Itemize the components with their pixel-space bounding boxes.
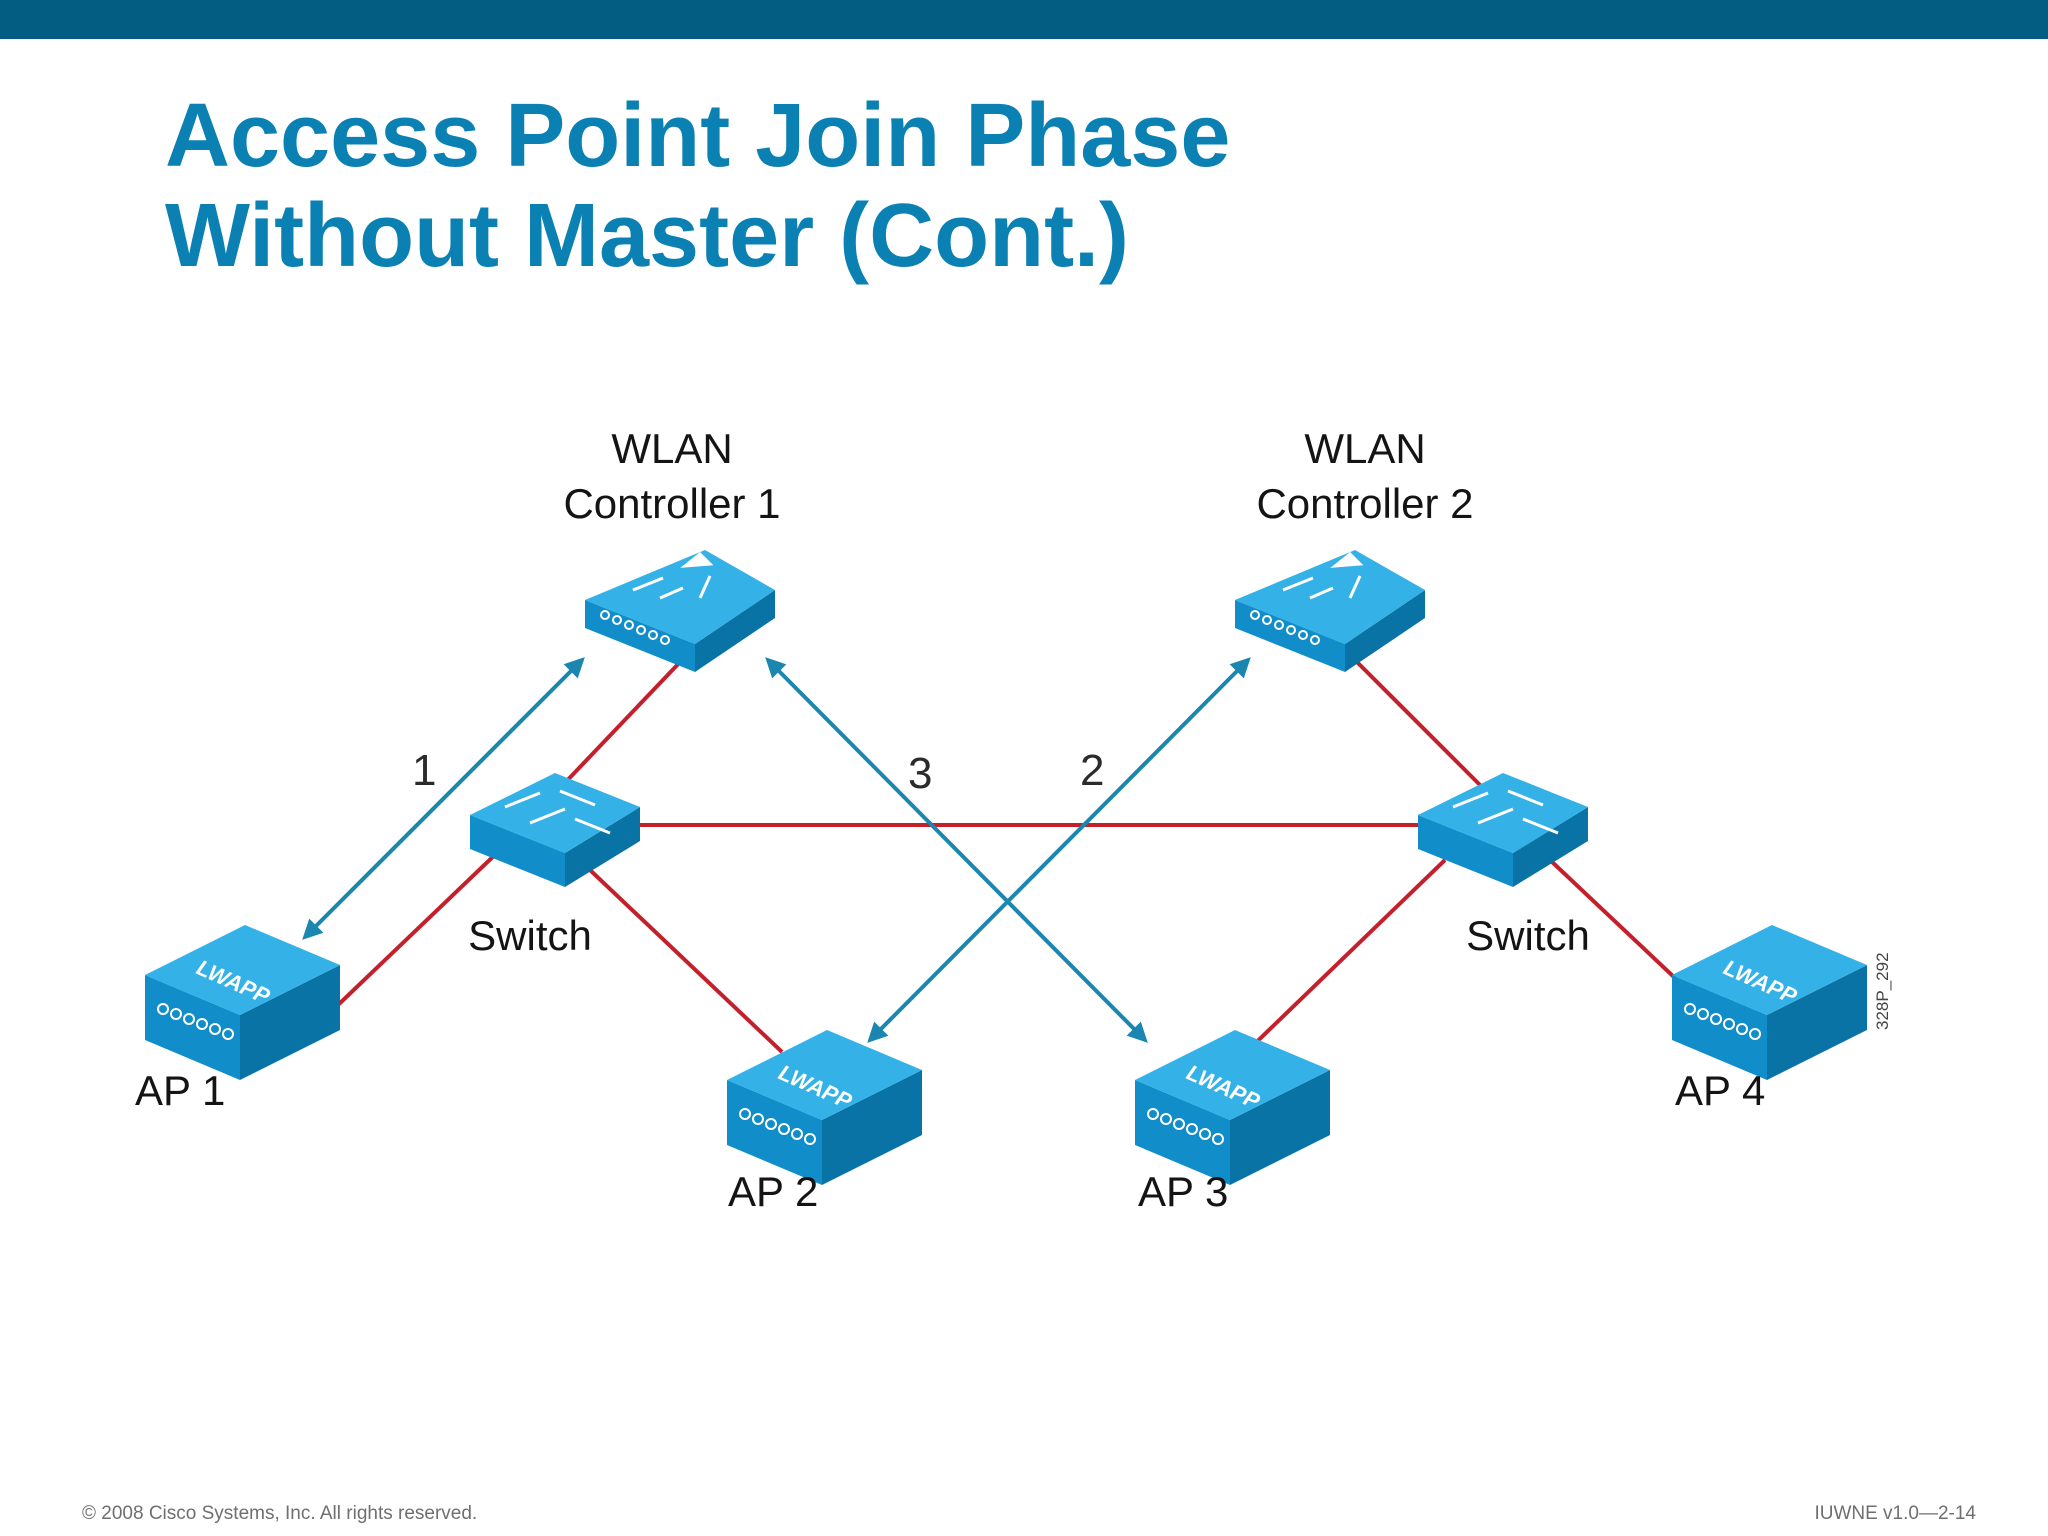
join-step-1-number: 1 — [412, 746, 436, 795]
controller2-label-line1: WLAN — [1304, 425, 1425, 472]
access-point-icon: LWAPP — [727, 1030, 922, 1185]
access-point-3: LWAPP — [1135, 1030, 1330, 1185]
controller1-label-line2: Controller 1 — [563, 480, 780, 527]
link-switch2-ap4 — [1548, 858, 1677, 980]
title-line-1: Access Point Join Phase — [165, 86, 1231, 186]
ap1-label: AP 1 — [135, 1067, 225, 1114]
join-step-2-number: 2 — [1080, 746, 1104, 795]
ap4-label: AP 4 — [1675, 1067, 1765, 1114]
title-line-2: Without Master (Cont.) — [165, 186, 1130, 286]
ap2-label: AP 2 — [728, 1168, 818, 1215]
join-step-3-number: 3 — [908, 749, 932, 798]
join-arrow-1 — [302, 657, 585, 940]
link-switch2-ap3 — [1238, 858, 1447, 1060]
access-point-1: LWAPP — [145, 925, 340, 1080]
controller1-label-line1: WLAN — [611, 425, 732, 472]
link-controller2-switch2 — [1353, 658, 1482, 787]
switch-icon — [1418, 773, 1588, 887]
access-point-icon: LWAPP — [1135, 1030, 1330, 1185]
join-arrow-3 — [765, 657, 1148, 1043]
ap3-label: AP 3 — [1138, 1168, 1228, 1215]
link-switch1-ap2 — [588, 868, 784, 1054]
slide-title: Access Point Join Phase Without Master (… — [165, 86, 1230, 286]
link-controller1-switch1 — [558, 658, 684, 790]
join-arrows — [302, 657, 1251, 1043]
switch-2 — [1418, 773, 1588, 887]
controller2-label-line2: Controller 2 — [1256, 480, 1473, 527]
access-point-4: LWAPP — [1672, 925, 1867, 1080]
figure-reference-code: 328P_292 — [1873, 952, 1892, 1030]
wlan-controller-2 — [1235, 550, 1425, 672]
switch2-label: Switch — [1466, 912, 1590, 959]
controller-icon — [585, 550, 775, 672]
wlan-controller-1 — [585, 550, 775, 672]
course-page-footer: IUWNE v1.0—2-14 — [1814, 1503, 1976, 1524]
controller-icon — [1235, 550, 1425, 672]
access-point-icon: LWAPP — [1672, 925, 1867, 1080]
switch-icon — [470, 773, 640, 887]
access-point-2: LWAPP — [727, 1030, 922, 1185]
top-bar — [0, 0, 2048, 39]
copyright-footer: © 2008 Cisco Systems, Inc. All rights re… — [82, 1503, 478, 1524]
switch-1 — [470, 773, 640, 887]
join-arrow-2 — [867, 657, 1251, 1043]
access-point-icon: LWAPP — [145, 925, 340, 1080]
switch1-label: Switch — [468, 912, 592, 959]
